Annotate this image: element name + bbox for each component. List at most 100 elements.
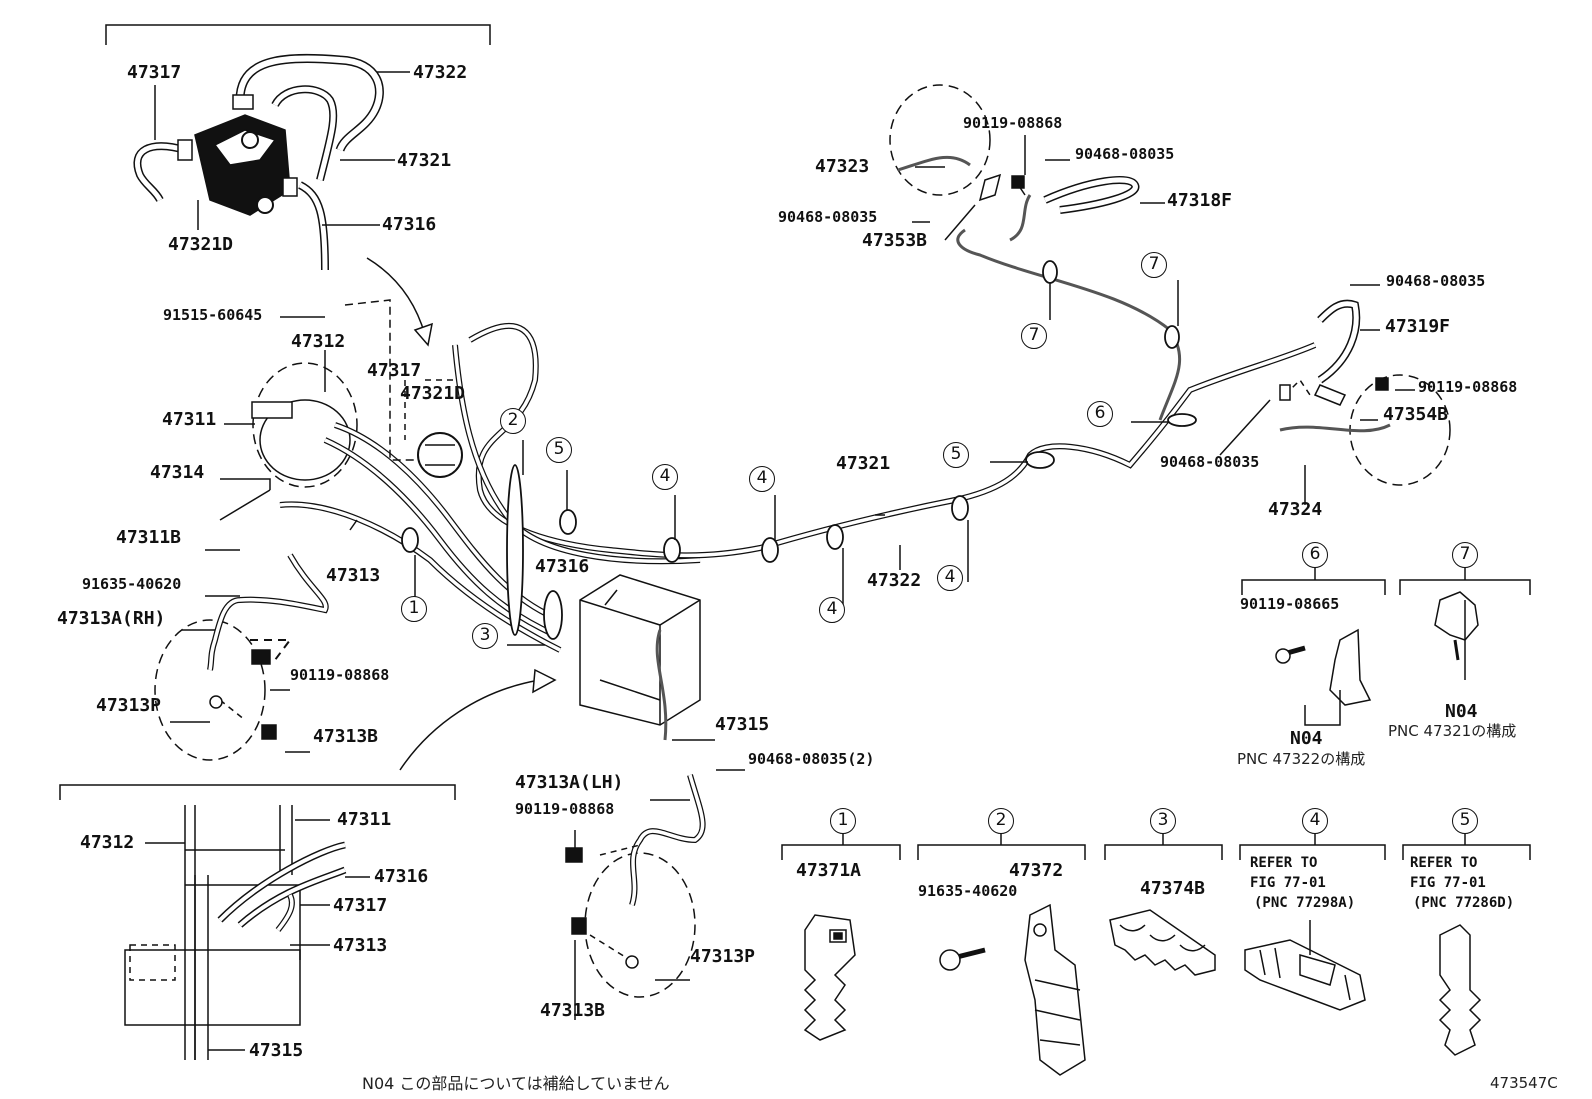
- label-47313B-center: 47313B: [540, 1000, 606, 1021]
- label-clamp-2: 47372: [1009, 860, 1064, 881]
- label-clamp-5-line2: FIG 77-01: [1410, 875, 1486, 891]
- label-47316-top: 47316: [382, 214, 437, 235]
- label-47317-mid: 47317: [367, 360, 422, 381]
- label-clamp-4-line1: REFER TO: [1250, 855, 1318, 871]
- top-left-inset: [105, 24, 491, 271]
- label-47313B-left: 47313B: [313, 726, 379, 747]
- callout-4-d: 4: [937, 565, 963, 591]
- clamp-5-shape: [1438, 924, 1482, 1056]
- label-47311-mid: 47311: [162, 409, 217, 430]
- label-90119-08868-rt: 90119-08868: [963, 114, 1063, 132]
- front-left-wheel-outline: [154, 619, 266, 761]
- label-pnc-47321: PNC 47321の構成: [1388, 722, 1517, 740]
- callout-2-detail: 2: [988, 808, 1014, 834]
- label-90468-08035-rt4: 90468-08035: [1160, 453, 1260, 471]
- label-47311-bottom: 47311: [337, 809, 392, 830]
- label-90468-08035-rt2: 90468-08035: [778, 208, 878, 226]
- label-47313P-center: 47313P: [690, 946, 756, 967]
- label-47322-top: 47322: [413, 62, 468, 83]
- clamp-7-shape: [1434, 591, 1479, 680]
- label-47313P-left: 47313P: [96, 695, 162, 716]
- label-47315-center: 47315: [715, 714, 770, 735]
- master-cylinder-outline: [252, 362, 358, 488]
- label-clamp-4-line3: (PNC 77298A): [1254, 895, 1356, 911]
- clamp-1-shape: [803, 914, 856, 1041]
- figure-code: 473547C: [1490, 1074, 1558, 1092]
- label-90468-08035-2: 90468-08035(2): [748, 750, 875, 768]
- label-47354B: 47354B: [1383, 404, 1449, 425]
- bottom-left-inset: [59, 784, 456, 1060]
- callout-4-detail: 4: [1302, 808, 1328, 834]
- label-clamp-5-line1: REFER TO: [1410, 855, 1478, 871]
- label-47311B: 47311B: [116, 527, 182, 548]
- callout-7-b: 7: [1021, 323, 1047, 349]
- label-47321-top: 47321: [397, 150, 452, 171]
- label-leaders: [170, 135, 1415, 1020]
- label-90119-08665: 90119-08665: [1240, 595, 1340, 613]
- callout-5-detail: 5: [1452, 808, 1478, 834]
- label-47316-center: 47316: [535, 556, 590, 577]
- label-47313-bottom: 47313: [333, 935, 388, 956]
- label-47314: 47314: [150, 462, 205, 483]
- label-47318F: 47318F: [1167, 190, 1233, 211]
- callout-5-b: 5: [943, 442, 969, 468]
- label-n04-a: N04: [1290, 728, 1323, 749]
- arrow-top: [366, 257, 426, 336]
- arrow-bottom: [399, 679, 541, 771]
- clamp-4-shape: [1244, 920, 1366, 1011]
- label-47316-bottom: 47316: [374, 866, 429, 887]
- label-47324: 47324: [1268, 499, 1323, 520]
- label-47321-center: 47321: [836, 453, 891, 474]
- abs-actuator: [579, 574, 701, 741]
- label-47317-bottom: 47317: [333, 895, 388, 916]
- callout-2-main: 2: [500, 408, 526, 434]
- label-clamp-3: 47374B: [1140, 878, 1206, 899]
- callout-3-main: 3: [472, 623, 498, 649]
- callout-1-detail: 1: [830, 808, 856, 834]
- label-clamp-1: 47371A: [796, 860, 862, 881]
- clamp-2-shape: [939, 903, 1086, 1076]
- label-47312-mid: 47312: [291, 331, 346, 352]
- label-47313A-LH: 47313A(LH): [515, 772, 624, 793]
- top-left-leaders: [154, 71, 410, 226]
- clamp-3-shape: [1109, 909, 1216, 976]
- label-pnc-47322: PNC 47322の構成: [1237, 750, 1366, 768]
- label-91515-60645: 91515-60645: [163, 306, 263, 324]
- footnote: N04 この部品については補給していません: [362, 1074, 670, 1093]
- callout-5-main: 5: [546, 437, 572, 463]
- callout-7-a: 7: [1141, 252, 1167, 278]
- label-clamp-2-bolt: 91635-40620: [918, 882, 1018, 900]
- label-91635-40620-left: 91635-40620: [82, 575, 182, 593]
- label-90119-08868-center: 90119-08868: [515, 800, 615, 818]
- callout-4-a: 4: [652, 464, 678, 490]
- label-90119-08868-left: 90119-08868: [290, 666, 390, 684]
- label-47321D-top: 47321D: [168, 234, 234, 255]
- front-right-wheel-outline: [584, 852, 696, 998]
- clip-markers: [401, 260, 1197, 640]
- label-90468-08035-rt3: 90468-08035: [1386, 272, 1486, 290]
- callout-6-detail: 6: [1302, 542, 1328, 568]
- label-47323: 47323: [815, 156, 870, 177]
- label-47317-top: 47317: [127, 62, 182, 83]
- callout-4-b: 4: [749, 466, 775, 492]
- bracket-6-shape: [1275, 628, 1372, 726]
- label-47313A-RH: 47313A(RH): [57, 608, 166, 629]
- label-47322-center: 47322: [867, 570, 922, 591]
- label-clamp-4-line2: FIG 77-01: [1250, 875, 1326, 891]
- clamp-brackets: [781, 566, 1531, 860]
- label-90119-08868-rt2: 90119-08868: [1418, 378, 1518, 396]
- label-47313-mid: 47313: [326, 565, 381, 586]
- label-90468-08035-rt1: 90468-08035: [1075, 145, 1175, 163]
- callout-3-detail: 3: [1150, 808, 1176, 834]
- callout-1-main: 1: [401, 596, 427, 622]
- label-47312-bottom: 47312: [80, 832, 135, 853]
- label-47319F: 47319F: [1385, 316, 1451, 337]
- callout-4-c: 4: [819, 597, 845, 623]
- callout-6-main: 6: [1087, 401, 1113, 427]
- label-n04-b: N04: [1445, 701, 1478, 722]
- callout-7-detail: 7: [1452, 542, 1478, 568]
- label-clamp-5-line3: (PNC 77286D): [1413, 895, 1515, 911]
- label-47315-bottom: 47315: [249, 1040, 304, 1061]
